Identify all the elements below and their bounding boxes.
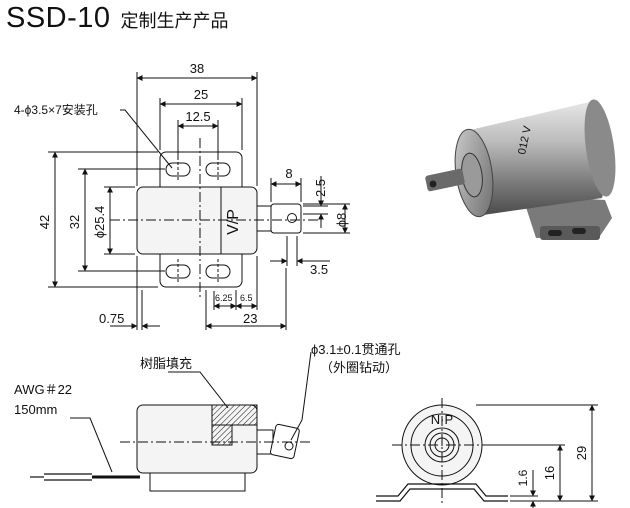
- body-label: V/P: [225, 209, 242, 235]
- dim-2-5: 2.5: [313, 179, 328, 197]
- dim-1-6: 1.6: [516, 469, 530, 486]
- dim-25: 25: [194, 87, 208, 102]
- dim-0-75: 0.75: [99, 311, 124, 326]
- title-row: SSD-10 定制生产产品: [6, 2, 229, 35]
- dim-32: 32: [67, 215, 82, 229]
- subtitle: 定制生产产品: [120, 11, 229, 31]
- side-view: [30, 351, 312, 492]
- dim-12-5: 12.5: [185, 109, 210, 124]
- dim-8-top: 8: [285, 166, 292, 181]
- side-clevis: [269, 423, 300, 460]
- end-view-label: N·P: [431, 412, 453, 427]
- dim-dia-8: ϕ8: [334, 213, 349, 228]
- end-view: [376, 398, 598, 508]
- dim-29: 29: [574, 446, 589, 460]
- drilled-note: （外圈钻动）: [320, 360, 398, 375]
- dim-23: 23: [243, 311, 257, 326]
- wire-length: 150mm: [14, 402, 57, 417]
- dim-6-5: 6.5: [240, 293, 253, 303]
- product-photo: 012 V: [425, 99, 616, 240]
- resin-fill-label: 树脂填充: [140, 356, 192, 371]
- plunger: [256, 205, 272, 232]
- through-hole-note: ϕ3.1±0.1贯通孔: [311, 342, 401, 357]
- dim-16: 16: [542, 466, 557, 480]
- dim-42: 42: [37, 215, 52, 229]
- dim-6-25: 6.25: [215, 293, 233, 303]
- wire-spec: AWG＃22: [14, 382, 72, 397]
- dim-38: 38: [190, 61, 204, 76]
- dim-3-5: 3.5: [310, 262, 328, 277]
- model-title: SSD-10: [6, 2, 111, 34]
- mount-hole-note: 4-ϕ3.5×7安装孔: [14, 102, 98, 117]
- top-view: [48, 72, 350, 330]
- dim-dia-25-4: ϕ25.4: [92, 206, 107, 239]
- clevis-hole: [287, 213, 297, 223]
- svg-text:012 V: 012 V: [516, 124, 534, 155]
- clevis: [270, 203, 302, 234]
- resin-section: [211, 404, 258, 426]
